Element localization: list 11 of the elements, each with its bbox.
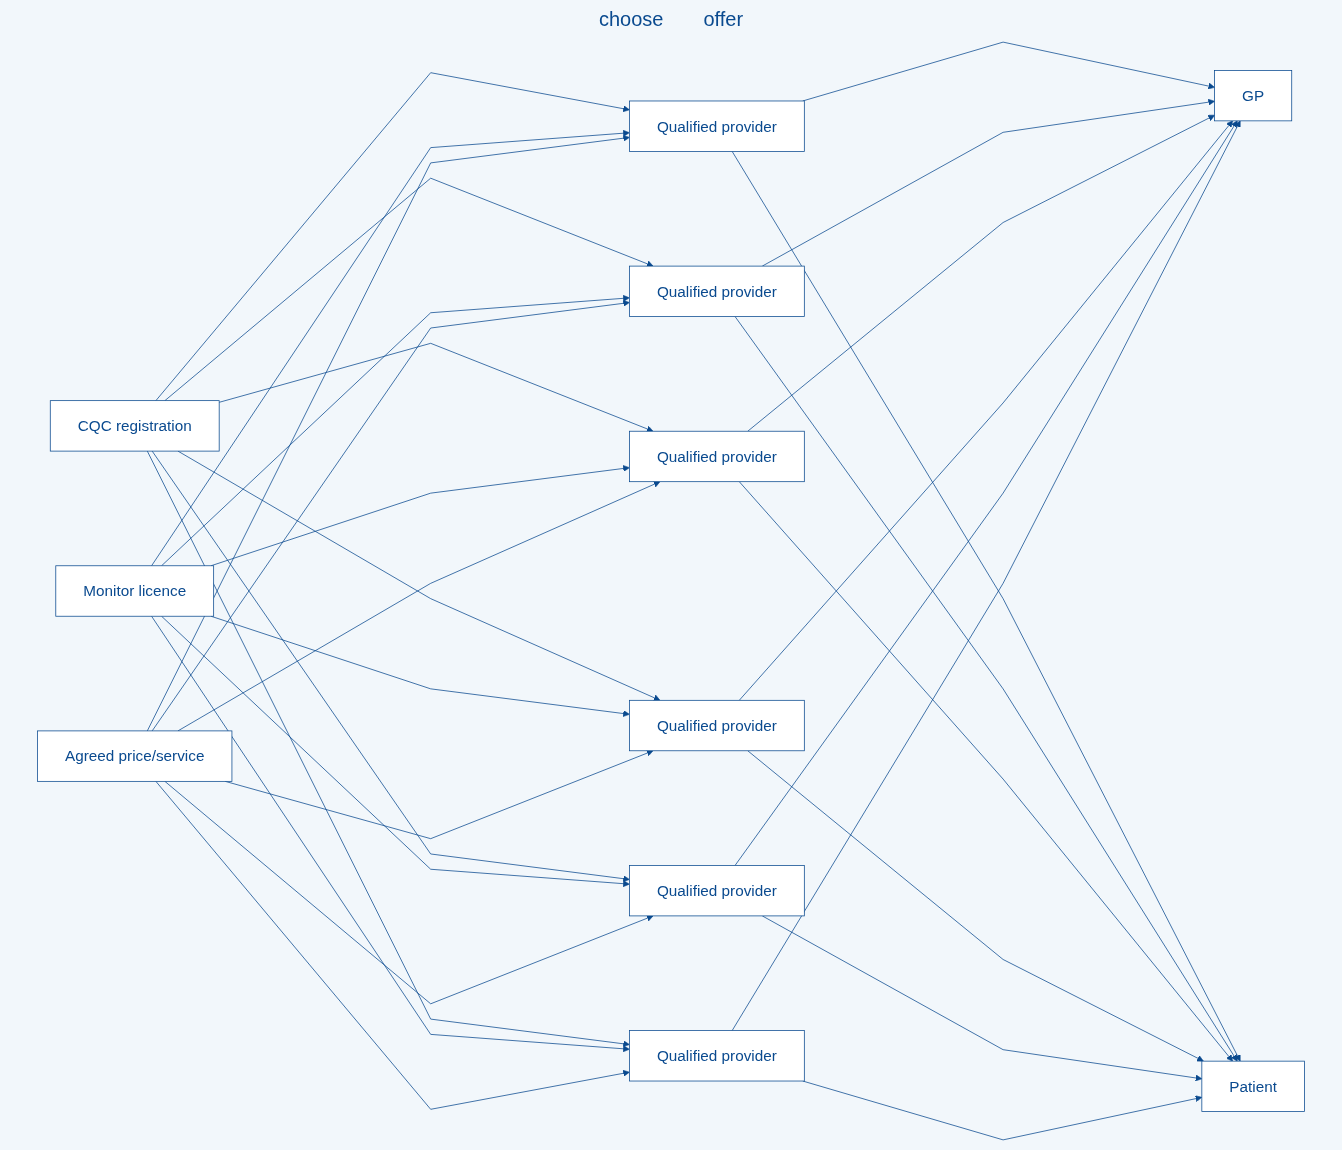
- node-box: Monitor licence: [55, 565, 215, 617]
- node-box: Agreed price/service: [37, 730, 233, 782]
- node-box: Qualified provider: [629, 1030, 805, 1082]
- node-box: Qualified provider: [629, 265, 805, 317]
- node-box: Qualified provider: [629, 100, 805, 152]
- node-box: GP: [1214, 70, 1293, 122]
- node-box: Qualified provider: [629, 699, 805, 752]
- node-box: Patient: [1201, 1060, 1305, 1112]
- node-box: CQC registration: [49, 400, 220, 452]
- node-box: Qualified provider: [629, 865, 805, 917]
- node-box: Qualified provider: [629, 430, 805, 483]
